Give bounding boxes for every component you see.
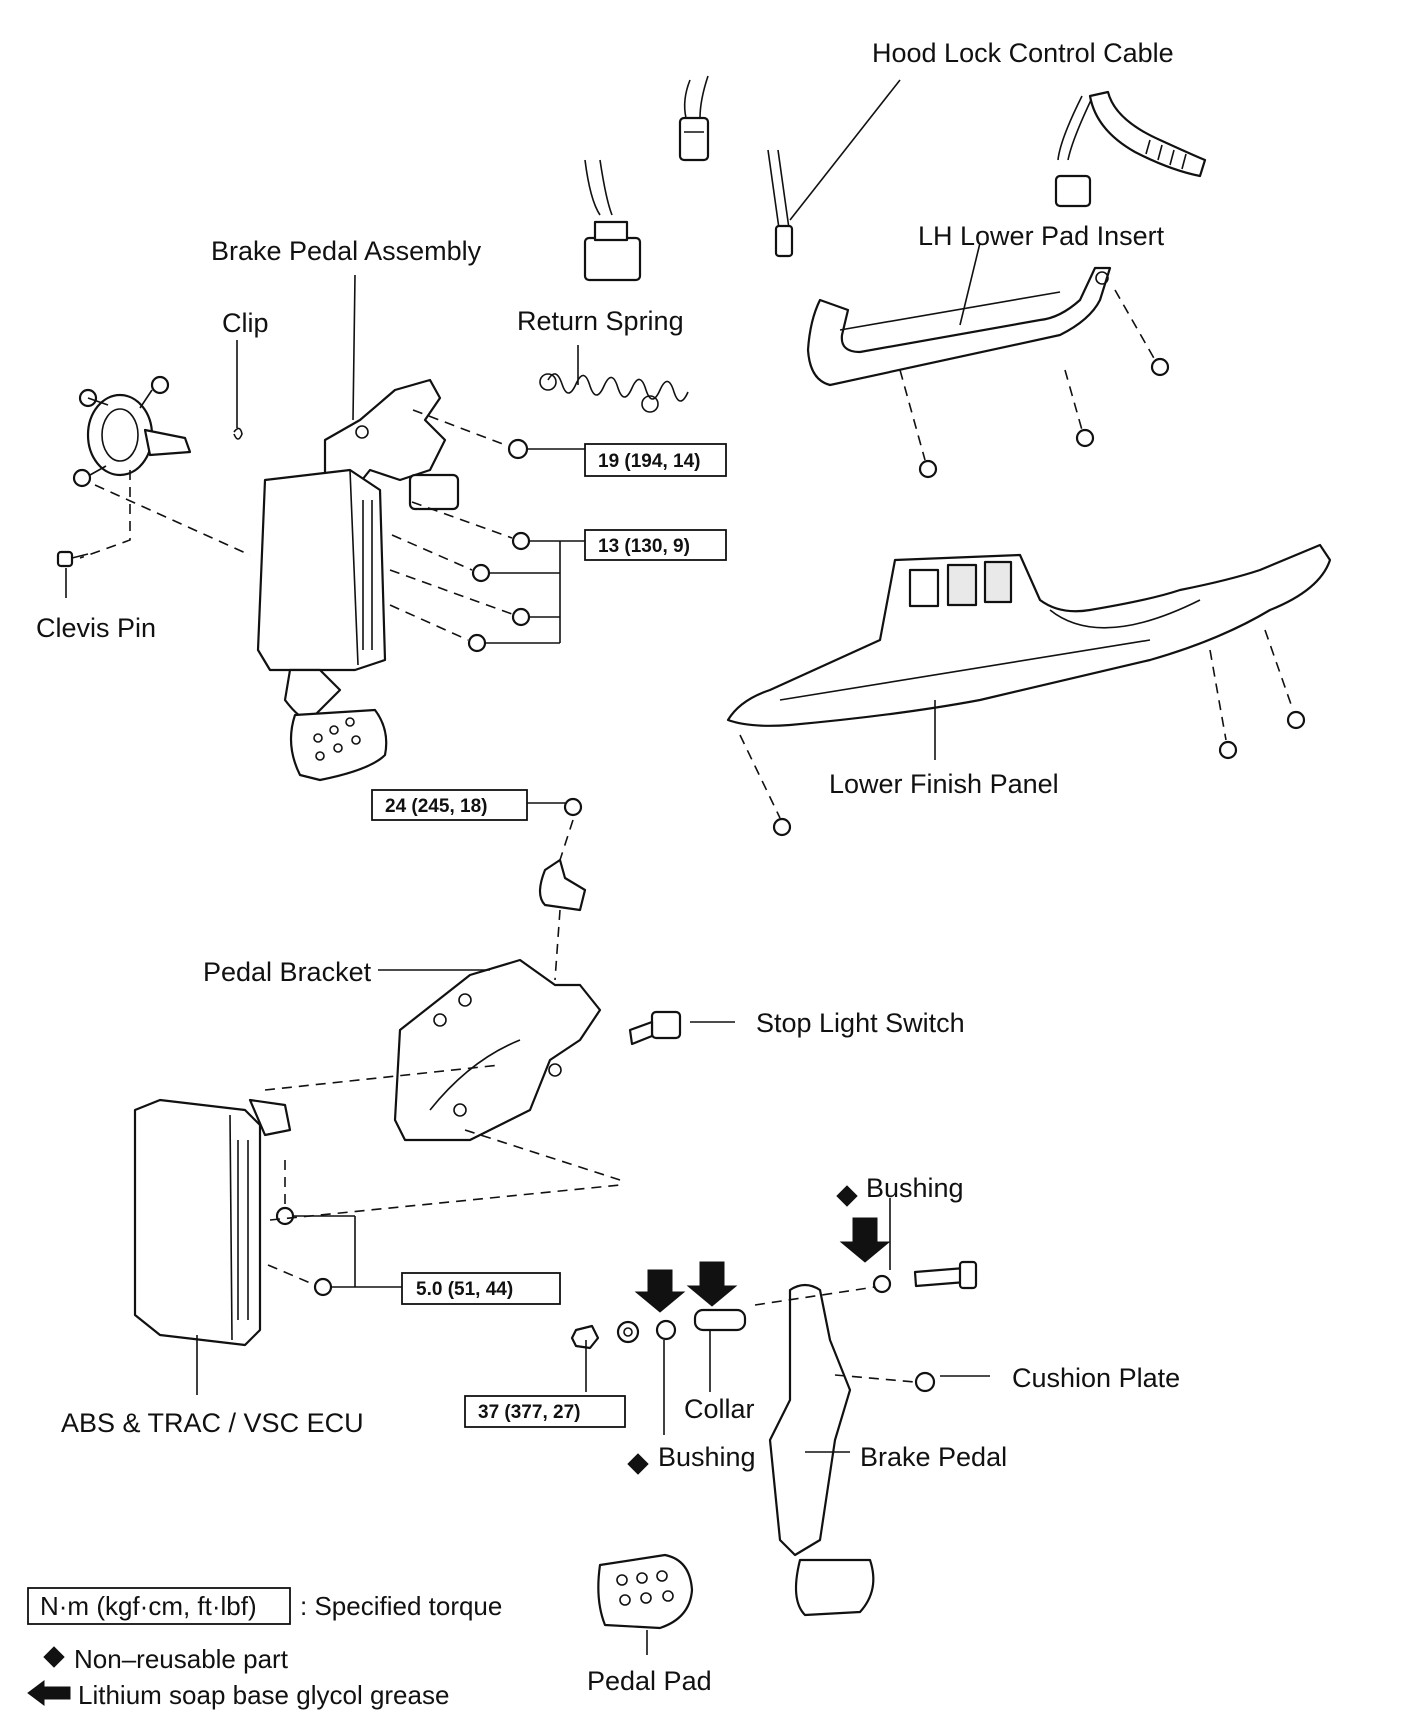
legend: N·m (kgf·cm, ft·lbf) : Specified torque … bbox=[27, 1587, 502, 1710]
grease-arrow-3 bbox=[839, 1217, 891, 1263]
legend-grease: Lithium soap base glycol grease bbox=[78, 1680, 449, 1710]
booster-pushrod bbox=[72, 375, 192, 488]
abs-ecu bbox=[133, 1098, 292, 1347]
grease-arrows bbox=[634, 1217, 891, 1313]
label-cushion-plate: Cushion Plate bbox=[1012, 1363, 1180, 1393]
label-brake-pedal: Brake Pedal bbox=[860, 1442, 1007, 1472]
legend-unit: N·m (kgf·cm, ft·lbf) bbox=[40, 1591, 257, 1621]
part-labels: Hood Lock Control Cable Brake Pedal Asse… bbox=[36, 38, 1180, 1696]
torque-pedal-nut: 37 (377, 27) bbox=[478, 1402, 580, 1423]
torque-ecu-nuts: 13 (130, 9) bbox=[598, 536, 690, 557]
label-abs-trac-vsc-ecu: ABS & TRAC / VSC ECU bbox=[61, 1408, 364, 1438]
clevis-pin-part bbox=[56, 550, 89, 568]
lower-finish-panel bbox=[726, 543, 1332, 727]
label-brake-pedal-assembly: Brake Pedal Assembly bbox=[211, 236, 482, 266]
label-pedal-pad: Pedal Pad bbox=[587, 1666, 712, 1696]
pedal-bracket bbox=[393, 858, 602, 1142]
alignment-lines bbox=[79, 289, 1294, 1383]
pedal-pad-part bbox=[597, 1553, 694, 1630]
legend-grease-arrow-icon bbox=[27, 1680, 71, 1706]
torque-pedal-bracket-bolt: 24 (245, 18) bbox=[385, 796, 487, 817]
leader-lines bbox=[65, 79, 990, 1655]
torque-abs-ecu-bolts: 5.0 (51, 44) bbox=[416, 1279, 513, 1300]
lh-lower-pad-insert bbox=[806, 266, 1112, 387]
stop-light-switch-part bbox=[628, 1010, 682, 1046]
non-reusable-diamond-upper bbox=[836, 1185, 858, 1207]
label-bushing-lower: Bushing bbox=[658, 1442, 756, 1472]
legend-unit-box bbox=[27, 1587, 291, 1625]
return-spring bbox=[539, 373, 689, 413]
clip-part bbox=[233, 427, 243, 440]
brake-pedal-part bbox=[570, 1260, 978, 1617]
torque-specs: 19 (194, 14) 13 (130, 9) 24 (245, 18) 5.… bbox=[371, 443, 727, 1428]
label-collar: Collar bbox=[684, 1394, 755, 1424]
label-return-spring: Return Spring bbox=[517, 306, 684, 336]
legend-diamond-icon bbox=[43, 1646, 65, 1668]
non-reusable-diamond-lower bbox=[627, 1453, 649, 1475]
label-lh-lower-pad-insert: LH Lower Pad Insert bbox=[918, 221, 1165, 251]
label-lower-finish-panel: Lower Finish Panel bbox=[829, 769, 1059, 799]
label-bushing-upper: Bushing bbox=[866, 1173, 964, 1203]
torque-bracket-bolt: 19 (194, 14) bbox=[598, 451, 700, 472]
label-pedal-bracket: Pedal Bracket bbox=[203, 957, 372, 987]
label-stop-light-switch: Stop Light Switch bbox=[756, 1008, 965, 1038]
legend-non-reusable: Non–reusable part bbox=[74, 1644, 289, 1674]
legend-unit-desc: : Specified torque bbox=[300, 1591, 502, 1621]
wiring-connectors bbox=[583, 75, 1207, 282]
label-clevis-pin: Clevis Pin bbox=[36, 613, 156, 643]
brake-pedal-assembly bbox=[256, 378, 460, 782]
grease-arrow-2 bbox=[686, 1261, 738, 1307]
grease-arrow-1 bbox=[634, 1269, 686, 1313]
label-hood-lock-control-cable: Hood Lock Control Cable bbox=[872, 38, 1174, 68]
label-clip: Clip bbox=[222, 308, 269, 338]
